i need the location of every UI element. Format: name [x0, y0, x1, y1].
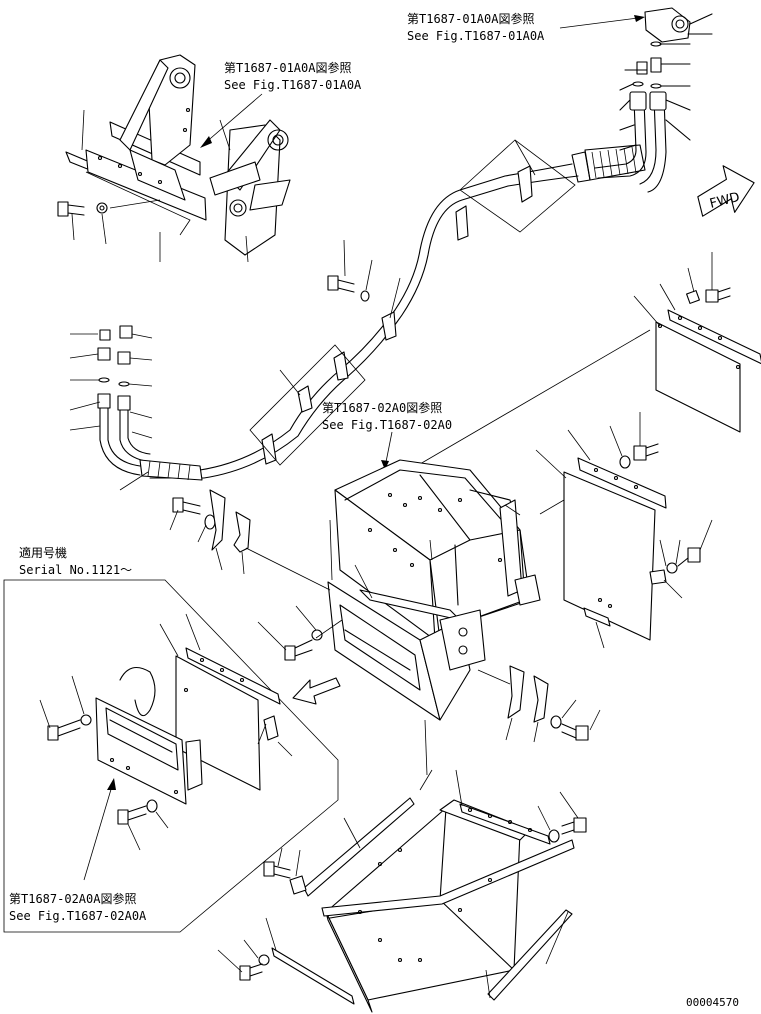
- fwd-label: FWD: [708, 190, 741, 212]
- ref-top-en: See Fig.T1687-01A0A: [407, 29, 545, 43]
- side-clamp-group-right: [477, 665, 601, 743]
- ref-bottom-en: See Fig.T1687-02A0A: [9, 909, 147, 923]
- drawing-number: 00004570: [686, 996, 739, 1009]
- right-side-panel-lower: [535, 412, 713, 649]
- serial-detail-parts: [39, 613, 293, 881]
- bolt-washer-mid: [327, 239, 401, 319]
- top-left-frame-bracket: [65, 54, 291, 263]
- ref-left-jp: 第T1687-01A0A図参照: [224, 60, 351, 75]
- right-side-panel-upper: [633, 252, 761, 433]
- ref-center-jp: 第T1687-02A0図参照: [322, 400, 442, 415]
- serial-label-jp: 適用号機: [19, 545, 67, 560]
- ref-top-jp: 第T1687-01A0A図参照: [407, 11, 534, 26]
- ref-bottom-jp: 第T1687-02A0A図参照: [9, 891, 136, 906]
- reference-label-bottom-left: 第T1687-02A0A図参照 See Fig.T1687-02A0A: [9, 891, 147, 923]
- hose-harness-top: [149, 139, 579, 479]
- reference-label-center: 第T1687-02A0図参照 See Fig.T1687-02A0: [322, 329, 651, 470]
- serial-label-en: Serial No.1121～: [19, 563, 132, 577]
- side-clamp-group-left: [169, 489, 343, 661]
- reference-label-left-top: 第T1687-01A0A図参照 See Fig.T1687-01A0A: [200, 60, 362, 148]
- bottom-box-tray: [217, 769, 587, 1013]
- top-right-valve-assembly: [571, 7, 713, 193]
- reference-label-top: 第T1687-01A0A図参照 See Fig.T1687-01A0A: [407, 11, 645, 43]
- serial-detail-box: 適用号機 Serial No.1121～: [3, 545, 339, 933]
- center-cover-assembly: [327, 459, 541, 776]
- ref-center-en: See Fig.T1687-02A0: [322, 418, 452, 432]
- fwd-direction-arrow: FWD: [697, 165, 755, 217]
- assembly-direction-arrow: [292, 677, 341, 705]
- bolt-washer-top-left: [57, 199, 161, 245]
- left-fitting-stack: [69, 325, 203, 491]
- ref-left-en: See Fig.T1687-01A0A: [224, 78, 362, 92]
